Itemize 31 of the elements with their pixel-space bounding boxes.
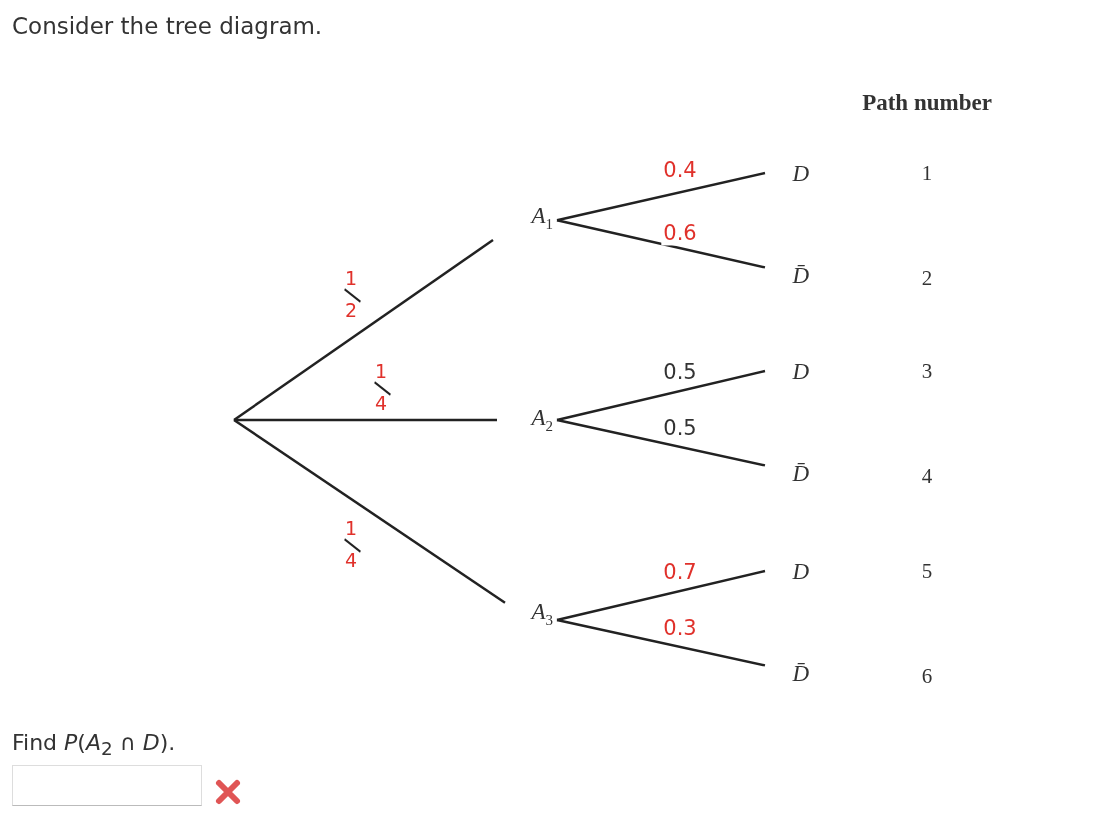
outcome-label: A$_{3}$ [505,594,557,634]
outcome-label: D [765,354,813,388]
outcome-label: D [765,554,813,588]
path-number: 3 [921,358,933,384]
column-heading: Path number [862,90,992,116]
outcome-label: D [765,156,813,190]
branch-line [556,569,766,622]
edge-label: 0.6 [661,222,699,246]
branch-line [556,418,766,467]
branch-line [556,369,766,422]
path-number: 2 [921,265,933,291]
heading: Consider the tree diagram. [12,13,323,39]
branch-line [556,219,766,269]
fraction-label: 1/4 [341,519,361,571]
path-number: 6 [921,663,933,689]
outcome-label: D̄ [765,654,813,692]
outcome-label: A$_{2}$ [497,400,557,440]
question-text: Find P(A$_{2}$ ∩ D). [12,730,176,760]
outcome-label: A$_{1}$ [493,196,557,240]
branch-line [234,418,497,422]
outcome-label: D̄ [765,454,813,492]
branch-line [556,618,766,667]
branch-line [556,171,766,222]
path-number: 5 [921,558,933,584]
branch-line [233,418,506,604]
path-number: 4 [921,463,933,489]
outcome-label: D̄ [765,256,813,294]
branch-line [233,238,494,422]
fraction-label: 1/2 [341,269,361,321]
fraction-label: 1/4 [371,362,391,414]
path-number: 1 [921,160,933,186]
